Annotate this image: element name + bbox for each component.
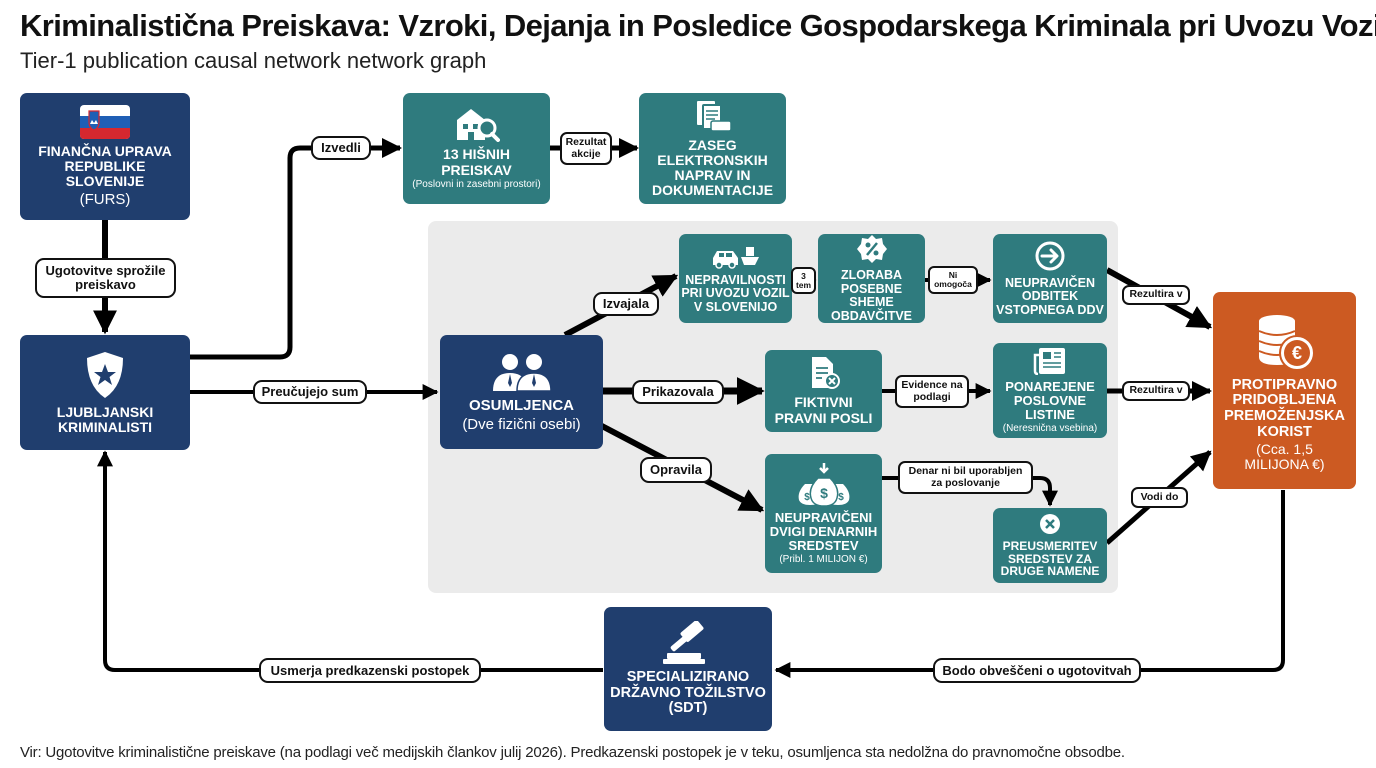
node-zaseg: ZASEG ELEKTRONSKIH NAPRAV IN DOKUMENTACI… bbox=[639, 93, 786, 204]
edge-korist-sdt bbox=[774, 490, 1285, 678]
node-ponarejene-listine: PONAREJENE POSLOVNE LISTINE (Neresnična … bbox=[993, 343, 1107, 438]
osumljenca-sub: (Dve fizični osebi) bbox=[462, 415, 581, 433]
svg-text:$: $ bbox=[804, 492, 810, 503]
percent-badge-icon bbox=[856, 235, 887, 263]
edge-label-usmerja: Usmerja predkazenski postopek bbox=[259, 658, 481, 683]
page-title: Kriminalistična Preiskava: Vzroki, Dejan… bbox=[20, 8, 1376, 43]
odbitek-label: NEUPRAVIČEN ODBITEK VSTOPNEGA DDV bbox=[996, 275, 1104, 317]
node-zloraba: ZLORABA POSEBNE SHEME OBDAVČITVE bbox=[818, 234, 925, 323]
edge-label-bodo: Bodo obveščeni o ugotovitvah bbox=[933, 658, 1141, 683]
edge-label-rezultat: Rezultat akcije bbox=[560, 132, 612, 165]
edge-dvigi-preusmeritev bbox=[882, 476, 1058, 507]
ljubljanski-label: LJUBLJANSKI KRIMINALISTI bbox=[56, 403, 154, 435]
edge-label-rezultira-2: Rezultira v bbox=[1122, 381, 1190, 401]
page-subtitle: Tier-1 publication causal network networ… bbox=[20, 48, 487, 73]
edge-label-ugotovitve: Ugotovitve sprožile preiskavo bbox=[35, 258, 176, 298]
node-osumljenca: OSUMLJENCA (Dve fizični osebi) bbox=[440, 335, 603, 449]
edge-label-evidence: Evidence na podlagi bbox=[895, 375, 969, 408]
preiskave-label: 13 HIŠNIH PREISKAV bbox=[441, 146, 512, 178]
document-x-icon bbox=[811, 357, 840, 390]
edge-label-rezultira-1: Rezultira v bbox=[1122, 285, 1190, 305]
node-fiktivni-posli: FIKTIVNI PRAVNI POSLI bbox=[765, 350, 882, 432]
edge-label-prikazovala: Prikazovala bbox=[632, 380, 724, 404]
dvigi-label: NEUPRAVIČENI DVIGI DENARNIH SREDSTEV bbox=[769, 509, 878, 553]
node-13-hisnih-preiskav: 13 HIŠNIH PREISKAV (Poslovni in zasebni … bbox=[403, 93, 550, 204]
node-nepravilnosti: NEPRAVILNOSTI PRI UVOZU VOZIL V SLOVENIJ… bbox=[679, 234, 792, 323]
node-dvigi-sredstev: $ $ $ NEUPRAVIČENI DVIGI DENARNIH SREDST… bbox=[765, 454, 882, 573]
korist-label: PROTIPRAVNO PRIDOBLJENA PREMOŽENJSKA KOR… bbox=[1224, 376, 1345, 440]
police-badge-icon bbox=[87, 351, 123, 398]
zaseg-label: ZASEG ELEKTRONSKIH NAPRAV IN DOKUMENTACI… bbox=[651, 136, 774, 199]
two-persons-icon bbox=[492, 354, 552, 393]
sdt-label: SPECIALIZIRANO DRŽAVNO TOŽILSTVO (SDT) bbox=[610, 669, 766, 717]
edge-label-vodi-do: Vodi do bbox=[1131, 487, 1188, 508]
fiktivni-label: FIKTIVNI PRAVNI POSLI bbox=[774, 394, 873, 426]
furs-label: FINANČNA UPRAVA REPUBLIKE SLOVENIJE bbox=[38, 143, 172, 190]
svg-text:$: $ bbox=[820, 485, 828, 501]
newspaper-icon bbox=[1033, 347, 1065, 375]
preusmeritev-label: PREUSMERITEV SREDSTEV ZA DRUGE NAMENE bbox=[1000, 538, 1100, 579]
x-circle-icon bbox=[1040, 513, 1060, 534]
arrow-circle-icon bbox=[1035, 241, 1065, 271]
coins-euro-icon: € bbox=[1258, 314, 1315, 371]
edge-ljubljanski-preiskave bbox=[190, 138, 402, 360]
edge-sdt-ljubljanski bbox=[97, 450, 603, 672]
documents-devices-icon bbox=[696, 100, 732, 132]
nepravilnosti-label: NEPRAVILNOSTI PRI UVOZU VOZIL V SLOVENIJ… bbox=[681, 272, 790, 314]
listine-label: PONAREJENE POSLOVNE LISTINE bbox=[1005, 378, 1095, 422]
edge-label-denar: Denar ni bil uporabljen za poslovanje bbox=[898, 461, 1033, 494]
dvigi-sub: (Pribl. 1 MILIJON €) bbox=[779, 553, 868, 565]
node-preusmeritev: PREUSMERITEV SREDSTEV ZA DRUGE NAMENE bbox=[993, 508, 1107, 583]
node-ljubljanski-kriminalisti: LJUBLJANSKI KRIMINALISTI bbox=[20, 335, 190, 450]
node-protipravna-korist: € PROTIPRAVNO PRIDOBLJENA PREMOŽENJSKA K… bbox=[1213, 292, 1356, 489]
korist-sub: (Cca. 1,5 MILIJONA €) bbox=[1244, 441, 1325, 473]
edge-label-opravila: Opravila bbox=[640, 457, 712, 483]
slovenia-flag-icon bbox=[80, 105, 130, 140]
furs-sub: (FURS) bbox=[79, 190, 131, 208]
edge-label-ni-omogoca: Ni omogoča bbox=[928, 266, 978, 294]
gavel-icon bbox=[663, 621, 705, 665]
preiskave-sub: (Poslovni in zasebni prostori) bbox=[412, 178, 541, 190]
edge-label-izvajala: Izvajala bbox=[593, 292, 659, 316]
osumljenca-label: OSUMLJENCA bbox=[468, 397, 574, 415]
building-search-icon bbox=[456, 109, 500, 143]
node-furs: FINANČNA UPRAVA REPUBLIKE SLOVENIJE (FUR… bbox=[20, 93, 190, 220]
money-bags-icon: $ $ $ bbox=[798, 462, 849, 506]
node-sdt: SPECIALIZIRANO DRŽAVNO TOŽILSTVO (SDT) bbox=[604, 607, 772, 731]
source-footnote: Vir: Ugotovitve kriminalistične preiskav… bbox=[20, 744, 1125, 761]
edge-label-izvedli: Izvedli bbox=[311, 136, 371, 160]
edge-label-3-tem: 3 tem bbox=[791, 267, 816, 294]
node-odbitek: NEUPRAVIČEN ODBITEK VSTOPNEGA DDV bbox=[993, 234, 1107, 323]
svg-text:$: $ bbox=[838, 492, 844, 503]
svg-text:€: € bbox=[1291, 343, 1301, 363]
car-ship-icon bbox=[712, 246, 759, 269]
edge-label-preucujejo: Preučujejo sum bbox=[253, 380, 367, 404]
zloraba-label: ZLORABA POSEBNE SHEME OBDAVČITVE bbox=[830, 268, 913, 323]
listine-sub: (Neresnična vsebina) bbox=[1002, 422, 1098, 434]
